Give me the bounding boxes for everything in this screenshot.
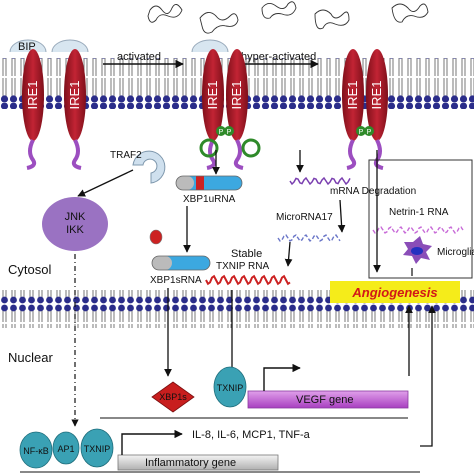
mrna-degradation-label: mRNA Degradation	[330, 186, 416, 197]
vegf-gene-bar	[247, 390, 409, 409]
jnk-label: JNK	[65, 211, 86, 223]
ire1-receptor	[226, 49, 248, 141]
phospho-label: P	[219, 129, 224, 136]
traf2-shape	[132, 150, 166, 184]
vegf-gene-label: VEGF gene	[296, 394, 353, 406]
kinase-tail	[346, 139, 357, 170]
angiogenesis-box	[330, 281, 460, 303]
traf2-to-jnk-arrow	[77, 169, 134, 197]
microrna17-wave	[277, 234, 341, 242]
angiogenesis-label: Angiogenesis	[351, 285, 437, 300]
kinase-tail	[233, 139, 244, 170]
ikk-label: IKK	[66, 224, 84, 236]
bip-chaperone-2	[51, 39, 89, 53]
txnip-rna-wave	[205, 274, 291, 286]
ap1-protein	[52, 431, 80, 465]
phospho-group	[224, 126, 234, 136]
hyper-activated-label: hyper-activated	[241, 51, 316, 63]
netrin-label: Netrin-1 RNA	[389, 207, 449, 218]
phospho-label: P	[359, 129, 364, 136]
bip-chaperone-1	[9, 39, 47, 53]
ire1-label: IRE1	[345, 81, 360, 110]
kinase-tail	[206, 139, 217, 170]
xbp1u-rna	[175, 175, 243, 191]
rnase-ring	[199, 138, 219, 158]
bip-chaperone-3	[191, 39, 229, 53]
ire1-receptor	[64, 49, 86, 141]
ire1-label: IRE1	[67, 81, 82, 110]
xbp1s-rna-label: XBP1sRNA	[150, 275, 202, 286]
ire1-receptor	[342, 49, 364, 141]
txnip-protein	[213, 366, 247, 408]
mrna-wave	[289, 176, 351, 186]
ire1-label: IRE1	[369, 81, 384, 110]
inflammatory-gene-label: Inflammatory gene	[145, 457, 236, 469]
txnip-rna-label: TXNIP RNA	[216, 261, 269, 272]
txnip-protein-bottom	[80, 428, 114, 468]
microglia-label: Microglia	[437, 247, 474, 258]
txnip-label: TXNIP	[217, 383, 244, 393]
kinase-tail	[26, 139, 37, 170]
txnip-bottom-label: TXNIP	[84, 444, 111, 454]
jnk-ikk-node	[42, 197, 108, 251]
cytosol-label: Cytosol	[8, 262, 51, 277]
netrin-microglia-box	[368, 159, 473, 279]
degradation-to-mir17-arrow	[337, 199, 346, 233]
nfkb-label: NF-κB	[23, 446, 49, 456]
unfolded-proteins	[147, 1, 429, 34]
inflammatory-transcription-arrow	[121, 429, 183, 455]
intron-fragment	[149, 229, 163, 245]
ire1-receptor	[366, 49, 388, 141]
ap1-label: AP1	[57, 444, 74, 454]
xbp1s-protein	[151, 381, 195, 413]
traf2-label: TRAF2	[110, 150, 142, 161]
nfkb-protein	[19, 431, 53, 469]
mir17-to-txnip-arrow	[284, 241, 293, 267]
microrna17-label: MicroRNA17	[276, 212, 333, 223]
ire1-label: IRE1	[229, 81, 244, 110]
activated-label: activated	[117, 51, 161, 63]
rnase-ring	[241, 138, 261, 158]
cytokines-label: IL-8, IL-6, MCP1, TNF-a	[192, 429, 311, 441]
stable-label: Stable	[231, 248, 262, 260]
phospho-group	[216, 126, 226, 136]
ire1-label: IRE1	[25, 81, 40, 110]
xbp1s-label: XBP1s	[159, 392, 187, 402]
cytokines-to-angiogenesis-arrow	[420, 305, 436, 447]
xbp1s-rna	[151, 255, 211, 271]
ire1-receptor	[22, 49, 44, 141]
inflammatory-gene-bar	[117, 454, 279, 471]
xbp1u-label: XBP1uRNA	[183, 194, 236, 205]
ire1-receptor	[202, 49, 224, 141]
phospho-group	[364, 126, 374, 136]
phospho-label: P	[367, 129, 372, 136]
ire1-label: IRE1	[205, 81, 220, 110]
nuclear-label: Nuclear	[8, 350, 53, 365]
vegf-transcription-arrow	[263, 363, 301, 391]
phospho-group	[356, 126, 366, 136]
netrin-wave	[372, 226, 464, 234]
microglia-nucleus	[411, 247, 423, 255]
phospho-label: P	[227, 129, 232, 136]
kinase-tail	[71, 139, 82, 170]
